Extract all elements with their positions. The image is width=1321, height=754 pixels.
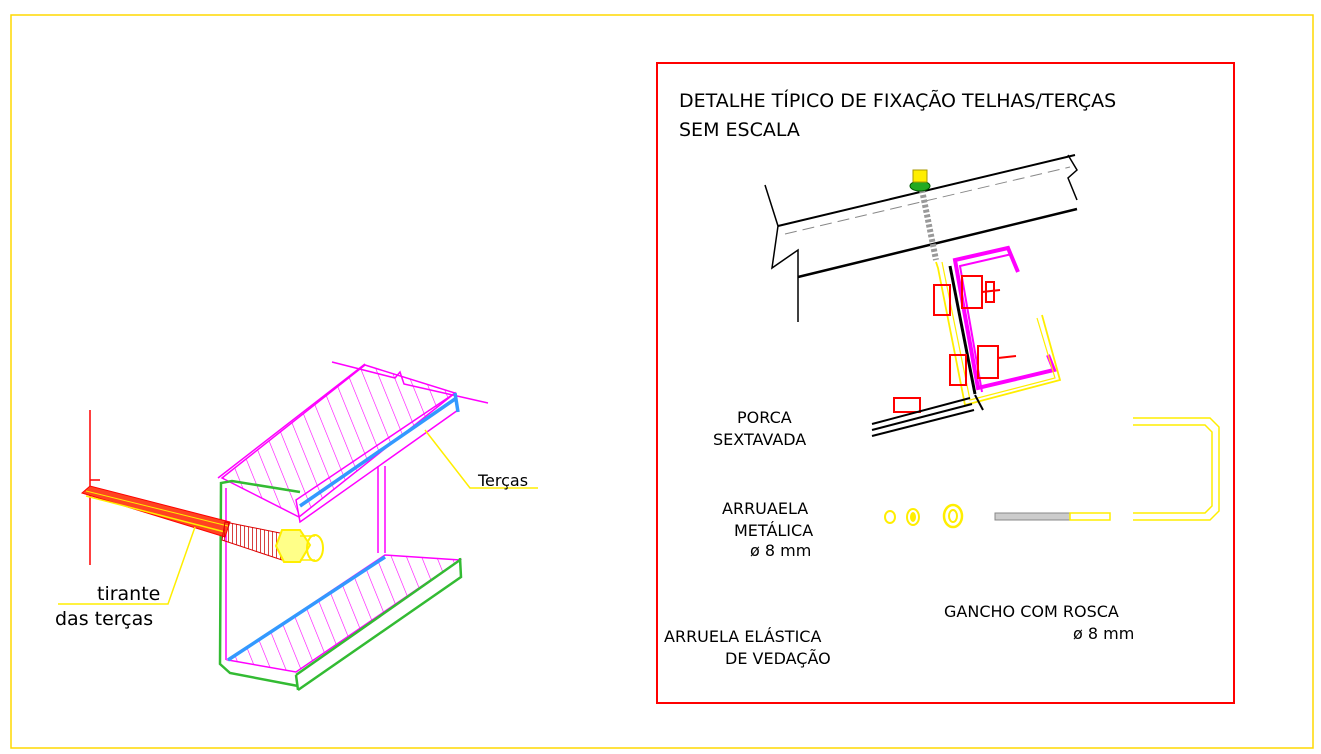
- detail-title: DETALHE TÍPICO DE FIXAÇÃO TELHAS/TERÇAS: [679, 89, 1116, 112]
- label-gancho-2: ø 8 mm: [1073, 624, 1134, 643]
- label-tirante-2: das terças: [55, 608, 153, 630]
- detail-scale: SEM ESCALA: [679, 119, 800, 141]
- label-arruela-elastica-1: ARRUELA ELÁSTICA: [664, 627, 821, 646]
- label-arruaela-1: ARRUAELA: [722, 499, 808, 518]
- hook-bolt-shape: [1133, 424, 1213, 514]
- label-arruela-elastica-2: DE VEDAÇÃO: [725, 649, 831, 668]
- purlin-section: [952, 245, 1057, 391]
- purlin-bolts: [893, 275, 1017, 413]
- label-tirante-1: tirante: [97, 583, 160, 605]
- break-line-top: [331, 361, 489, 404]
- tie-rod-nut: [274, 529, 312, 563]
- web-outline: [218, 479, 301, 688]
- tercas-leader: [424, 429, 538, 489]
- label-arruaela-3: ø 8 mm: [750, 541, 811, 560]
- purlin-isometric: [217, 361, 538, 692]
- sheet-border: [10, 14, 1314, 749]
- lower-flange-hatch: [226, 554, 463, 673]
- hardware-parts: [884, 417, 1220, 529]
- tie-rod: [58, 410, 324, 605]
- detail-frame: [656, 62, 1235, 704]
- roof-section: [764, 154, 1078, 437]
- label-arruaela-2: METÁLICA: [734, 521, 813, 540]
- tirante-leader: [58, 526, 196, 605]
- label-gancho-1: GANCHO COM ROSCA: [944, 602, 1119, 621]
- label-porca-2: SEXTAVADA: [713, 430, 806, 449]
- label-porca-1: PORCA: [737, 408, 792, 427]
- label-tercas: Terças: [477, 471, 528, 490]
